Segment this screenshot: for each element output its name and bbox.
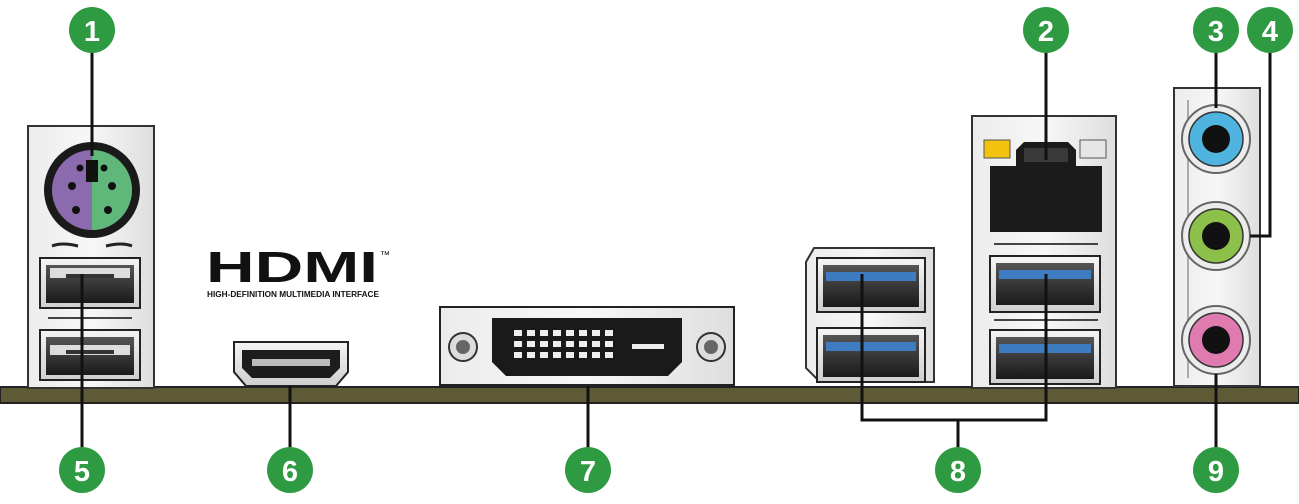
callout-5: 5	[59, 447, 105, 493]
callout-6: 6	[267, 447, 313, 493]
dvi-pin	[540, 330, 548, 336]
usb3-stack-left	[805, 247, 935, 383]
dvi-pin	[540, 341, 548, 347]
hdmi-tagline: HIGH-DEFINITION MULTIMEDIA INTERFACE	[207, 290, 380, 299]
usb2-port-top[interactable]	[39, 257, 141, 309]
callout-1: 1	[69, 7, 115, 53]
callout-1-number: 1	[84, 16, 100, 48]
callout-8-number: 8	[950, 456, 966, 488]
hdmi-wordmark: HDMI	[206, 243, 378, 292]
callout-9: 9	[1193, 447, 1239, 493]
callout-4: 4	[1247, 7, 1293, 53]
dvi-pin	[579, 341, 587, 347]
callout-2: 2	[1023, 7, 1069, 53]
usb3-port-1[interactable]	[816, 257, 926, 313]
callout-2-number: 2	[1038, 16, 1054, 48]
audio-line-out[interactable]	[1181, 201, 1251, 271]
callout-8: 8	[935, 447, 981, 493]
dvi-pin	[579, 352, 587, 358]
ps2-usb2-bracket	[27, 125, 155, 389]
dvi-pin	[553, 341, 561, 347]
ps2-port[interactable]	[44, 142, 140, 238]
dvi-pin	[566, 352, 574, 358]
callout-4-number: 4	[1262, 16, 1278, 48]
callout-badges: 1 2 3 4 5 6 7 8	[59, 7, 1293, 493]
dvi-pin	[514, 330, 522, 336]
dvi-pin	[592, 341, 600, 347]
dvi-pin	[540, 352, 548, 358]
dvi-pin	[514, 341, 522, 347]
dvi-pin	[566, 341, 574, 347]
dvi-pin	[527, 352, 535, 358]
motherboard-edge	[0, 386, 1299, 404]
dvi-pin	[527, 330, 535, 336]
callout-3: 3	[1193, 7, 1239, 53]
dvi-pin	[605, 330, 613, 336]
lan-usb3-stack	[971, 115, 1117, 389]
callout-3-number: 3	[1208, 16, 1224, 48]
callout-6-number: 6	[282, 456, 298, 488]
leader-lines	[80, 52, 1272, 448]
usb2-port-bottom[interactable]	[39, 329, 141, 381]
audio-stack	[1173, 87, 1261, 387]
dvi-pin	[592, 352, 600, 358]
dvi-pin	[514, 352, 522, 358]
dvi-pin	[579, 330, 587, 336]
dvi-port[interactable]	[439, 306, 735, 386]
audio-line-in[interactable]	[1181, 104, 1251, 174]
usb3-port-2[interactable]	[816, 327, 926, 383]
dvi-pin	[553, 330, 561, 336]
audio-mic-in[interactable]	[1181, 305, 1251, 375]
callout-9-number: 9	[1208, 456, 1224, 488]
callout-7-number: 7	[580, 456, 596, 488]
dvi-pin	[566, 330, 574, 336]
hdmi-trademark: ™	[380, 250, 390, 261]
hdmi-port[interactable]	[233, 341, 349, 387]
dvi-pin	[527, 341, 535, 347]
callout-5-number: 5	[74, 456, 90, 488]
dvi-pin	[553, 352, 561, 358]
hdmi-logo: HDMI ™ HIGH-DEFINITION MULTIMEDIA INTERF…	[206, 243, 390, 299]
dvi-pin	[592, 330, 600, 336]
dvi-pin	[605, 352, 613, 358]
dvi-pin	[605, 341, 613, 347]
callout-7: 7	[565, 447, 611, 493]
